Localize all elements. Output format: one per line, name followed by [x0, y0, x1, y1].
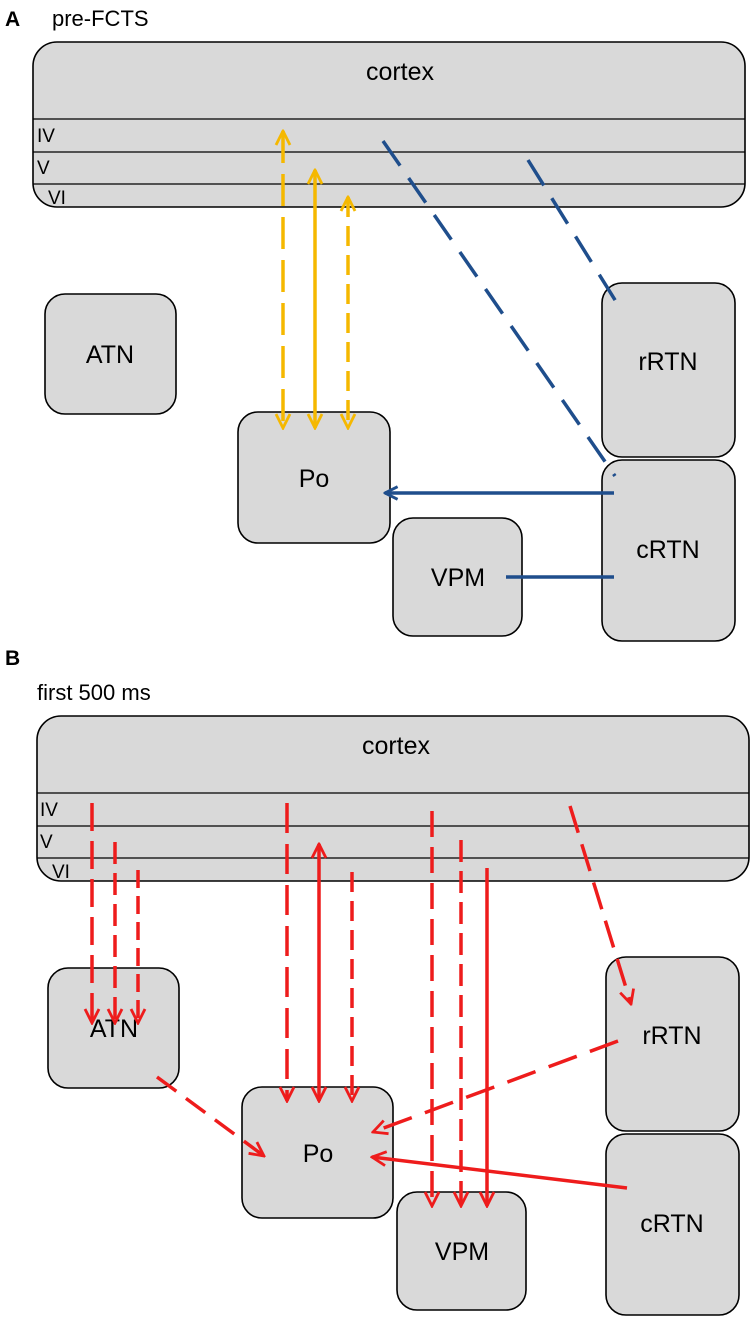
- panel-a-title: pre-FCTS: [52, 6, 149, 31]
- panel-a-node-po: Po: [237, 411, 391, 544]
- panel-b-node-po: Po: [241, 1086, 394, 1219]
- panel-a: A pre-FCTS cortex IV V VI ATN Po VPM: [5, 6, 746, 642]
- layer-iv-to-rrtn: [568, 805, 631, 1004]
- panel-a-cortex-label: cortex: [366, 58, 435, 86]
- panel-b-layer-iv: IV: [40, 800, 58, 821]
- panel-b-atn-label: ATN: [90, 1015, 138, 1043]
- panel-a-rrtn-label: rRTN: [638, 348, 697, 376]
- panel-b-layer-v: V: [40, 832, 53, 853]
- panel-b-red-arrows: [92, 803, 631, 1206]
- panel-a-atn-label: ATN: [86, 341, 134, 369]
- panel-b-crtn-label: cRTN: [640, 1210, 703, 1238]
- panel-b-cortex-label: cortex: [362, 732, 431, 760]
- panel-a-layer-iv: IV: [37, 126, 55, 147]
- atn-to-po: [155, 1075, 264, 1156]
- panel-a-vpm-label: VPM: [431, 564, 485, 592]
- panel-a-node-atn: ATN: [44, 293, 177, 415]
- panel-b-rrtn-label: rRTN: [642, 1022, 701, 1050]
- panel-b-letter: B: [5, 647, 20, 670]
- panel-a-letter: A: [5, 8, 20, 31]
- panel-a-cortex: cortex IV V VI: [32, 41, 746, 209]
- cortex-to-crtn-dashed: [381, 140, 617, 477]
- panel-b-vpm-label: VPM: [435, 1238, 489, 1266]
- crtn-to-po: [372, 1157, 628, 1190]
- rrtn-to-po: [373, 1039, 619, 1132]
- panel-a-crtn-label: cRTN: [636, 536, 699, 564]
- panel-a-po-label: Po: [299, 465, 330, 493]
- panel-a-node-vpm: VPM: [392, 517, 523, 637]
- panel-b-cortex: cortex IV V VI: [36, 715, 750, 883]
- panel-a-layer-v: V: [37, 158, 50, 179]
- panel-b-layer-vi: VI: [52, 862, 70, 883]
- panel-b-node-crtn: cRTN: [605, 1133, 740, 1316]
- panel-b-node-vpm: VPM: [396, 1191, 527, 1311]
- panel-a-orange-arrows: [283, 131, 348, 428]
- panel-b-title: first 500 ms: [37, 680, 151, 705]
- panel-a-node-rrtn: rRTN: [601, 282, 736, 458]
- panel-a-layer-vi: VI: [48, 188, 66, 209]
- panel-b: B first 500 ms cortex IV V VI ATN Po VPM: [5, 647, 750, 1316]
- panel-a-blue-connections: [381, 140, 622, 579]
- panel-a-node-crtn: cRTN: [601, 459, 736, 642]
- panel-b-po-label: Po: [303, 1140, 334, 1168]
- cortex-to-rrtn-dashed: [526, 159, 622, 309]
